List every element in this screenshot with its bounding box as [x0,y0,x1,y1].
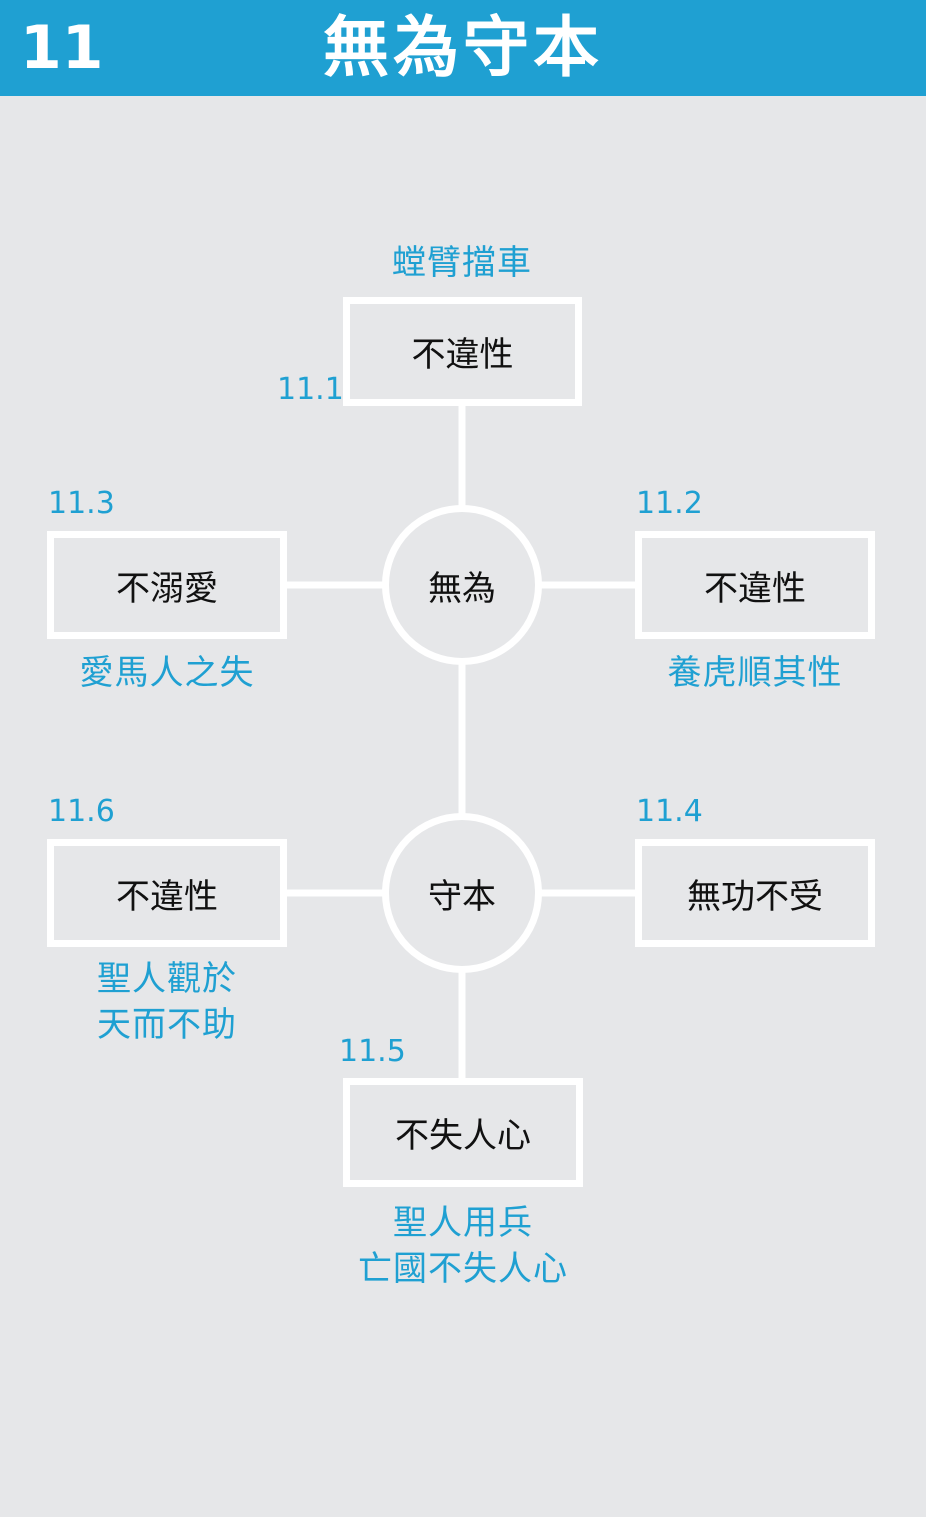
chapter-title: 無為守本 [323,9,603,86]
box-11-6: 不違性 [47,839,287,947]
note-11-6-line1: 聖人觀於 [97,959,237,999]
number-11-3: 11.3 [48,486,115,521]
note-11-5-line2: 亡國不失人心 [358,1249,568,1289]
number-11-1: 11.1 [277,372,344,407]
hub-shouben: 守本 [382,813,542,973]
note-11-1: 螳臂擋車 [392,243,532,283]
box-11-2: 不違性 [635,531,875,639]
hub-wuwei: 無為 [382,505,542,665]
note-11-2: 養虎順其性 [667,653,843,693]
number-11-4: 11.4 [636,794,703,829]
number-11-6: 11.6 [48,794,115,829]
box-11-1: 不違性 [343,297,582,406]
note-11-6-line2: 天而不助 [97,1005,237,1045]
chapter-number: 11 [20,13,104,83]
box-11-5: 不失人心 [343,1078,583,1187]
header-bar: 11 無為守本 [0,0,926,96]
number-11-2: 11.2 [636,486,703,521]
box-11-4: 無功不受 [635,839,875,947]
note-11-5-line1: 聖人用兵 [393,1203,533,1243]
box-11-3: 不溺愛 [47,531,287,639]
number-11-5: 11.5 [339,1034,406,1069]
note-11-3: 愛馬人之失 [79,653,255,693]
